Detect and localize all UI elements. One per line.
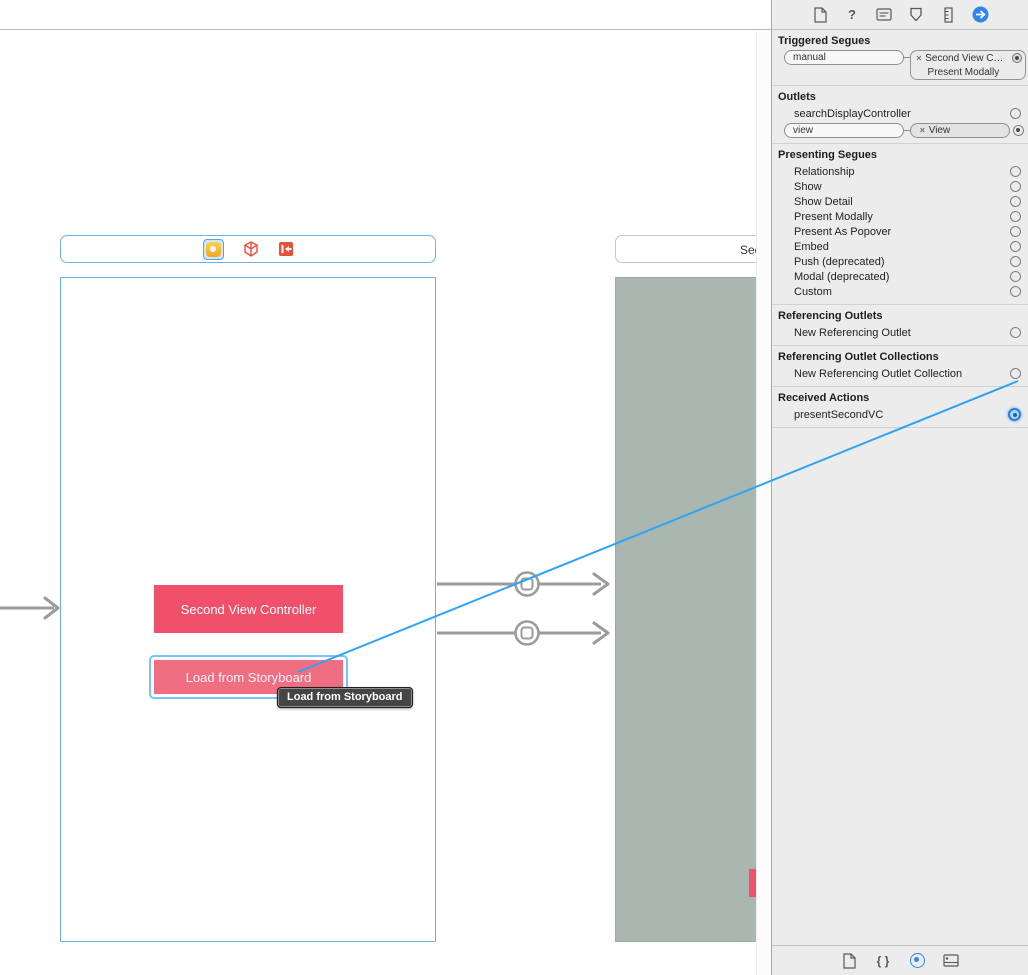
outlet-destination-well[interactable]: ✕ View bbox=[910, 123, 1010, 138]
connection-well[interactable] bbox=[1010, 368, 1021, 379]
quick-help-inspector-icon[interactable]: ? bbox=[848, 7, 856, 22]
scene2-title: Sec bbox=[740, 243, 756, 257]
outlet-source-well[interactable]: view bbox=[784, 123, 904, 138]
row-label: presentSecondVC bbox=[794, 408, 884, 421]
presenting-segue-row: Modal (deprecated) bbox=[772, 269, 1028, 284]
connection-well[interactable] bbox=[1010, 256, 1021, 267]
second-view-controller-button[interactable]: Second View Controller bbox=[154, 585, 343, 633]
scene2-button-partial[interactable] bbox=[749, 869, 756, 897]
first-responder-cube-icon[interactable] bbox=[242, 240, 260, 258]
connection-well[interactable] bbox=[1010, 327, 1021, 338]
segue-destination-well[interactable]: ✕ Second View C… Present Modally bbox=[909, 50, 1026, 80]
disconnect-icon[interactable]: ✕ bbox=[919, 126, 926, 135]
well-label: manual bbox=[793, 52, 826, 63]
view-controller-icon[interactable] bbox=[202, 238, 224, 260]
outlet-label: searchDisplayController bbox=[794, 107, 911, 120]
presenting-segue-row: Present As Popover bbox=[772, 224, 1028, 239]
connector-line bbox=[904, 130, 910, 131]
disconnect-icon[interactable]: ✕ bbox=[915, 53, 923, 63]
button-label: Second View Controller bbox=[180, 601, 317, 617]
row-label: Custom bbox=[794, 285, 832, 298]
scene1-header-bar[interactable] bbox=[60, 235, 436, 263]
connections-inspector-icon[interactable] bbox=[971, 6, 989, 24]
section-title: Presenting Segues bbox=[778, 149, 878, 161]
row-label: New Referencing Outlet bbox=[794, 326, 911, 339]
row-label: Present As Popover bbox=[794, 225, 892, 238]
well-label: view bbox=[793, 125, 814, 136]
presenting-segue-row: Present Modally bbox=[772, 209, 1028, 224]
storyboard-exit-icon[interactable] bbox=[278, 241, 294, 257]
button-label: Load from Storyboard bbox=[185, 669, 312, 685]
connection-well[interactable] bbox=[1010, 211, 1021, 222]
code-snippet-library-icon[interactable]: { } bbox=[876, 953, 890, 968]
section-triggered-segues: Triggered Segues manual ✕ Second View C…… bbox=[772, 30, 1028, 86]
row-label: Modal (deprecated) bbox=[794, 270, 890, 283]
section-received-actions: Received Actions presentSecondVC bbox=[772, 387, 1028, 428]
connector-line bbox=[903, 57, 910, 58]
section-title: Referencing Outlet Collections bbox=[778, 351, 939, 363]
connection-well[interactable] bbox=[1010, 271, 1021, 282]
drag-tooltip: Load from Storyboard bbox=[277, 687, 413, 708]
row-label: Show Detail bbox=[794, 195, 853, 208]
presenting-segue-row: Relationship bbox=[772, 164, 1028, 179]
row-label: New Referencing Outlet Collection bbox=[794, 367, 963, 380]
row-label: Present Modally bbox=[794, 210, 873, 223]
row-label: Push (deprecated) bbox=[794, 255, 885, 268]
section-title: Outlets bbox=[778, 91, 816, 103]
connection-well[interactable] bbox=[1010, 226, 1021, 237]
scene2-header-bar[interactable]: Sec bbox=[615, 235, 756, 263]
connection-well[interactable] bbox=[1010, 286, 1021, 297]
media-library-icon[interactable] bbox=[942, 952, 960, 970]
connection-well-filled[interactable] bbox=[1013, 125, 1024, 136]
connection-well[interactable] bbox=[1010, 196, 1021, 207]
outlet-target-label: View bbox=[928, 125, 951, 136]
editor-top-strip bbox=[0, 0, 771, 30]
file-template-library-icon[interactable] bbox=[840, 952, 858, 970]
segue-source-well[interactable]: manual bbox=[784, 50, 904, 65]
identity-inspector-icon[interactable] bbox=[875, 6, 893, 24]
inspector-toolbar: ? bbox=[772, 0, 1028, 30]
section-referencing-outlet-collections: Referencing Outlet Collections New Refer… bbox=[772, 346, 1028, 387]
scene2-view[interactable] bbox=[615, 277, 756, 942]
connection-well-active[interactable] bbox=[1008, 408, 1021, 421]
connection-well[interactable] bbox=[1010, 241, 1021, 252]
section-title: Received Actions bbox=[778, 392, 870, 404]
referencing-outlet-collection-row: New Referencing Outlet Collection bbox=[772, 366, 1028, 381]
section-title: Triggered Segues bbox=[778, 35, 871, 47]
row-label: Relationship bbox=[794, 165, 855, 178]
library-toolbar: { } bbox=[772, 945, 1028, 975]
segue-connected-radio[interactable] bbox=[1012, 53, 1022, 63]
segue-kind-label: Present Modally bbox=[927, 66, 1000, 78]
outlet-row: searchDisplayController bbox=[772, 106, 1028, 121]
presenting-segue-row: Show Detail bbox=[772, 194, 1028, 209]
connection-well[interactable] bbox=[1010, 181, 1021, 192]
connection-well[interactable] bbox=[1010, 108, 1021, 119]
presenting-segue-row: Custom bbox=[772, 284, 1028, 299]
segue-target-label: Second View C… bbox=[925, 52, 1004, 64]
outlet-connected-row: view ✕ View bbox=[772, 123, 1028, 138]
section-presenting-segues: Presenting Segues Relationship Show Show… bbox=[772, 144, 1028, 305]
tooltip-label: Load from Storyboard bbox=[287, 691, 403, 703]
triggered-segue-row: manual ✕ Second View C… Present Modally bbox=[772, 50, 1028, 80]
file-inspector-icon[interactable] bbox=[811, 6, 829, 24]
inspector-empty-area bbox=[772, 428, 1028, 945]
row-label: Show bbox=[794, 180, 822, 193]
received-action-row: presentSecondVC bbox=[772, 407, 1028, 422]
object-library-icon[interactable] bbox=[908, 952, 926, 970]
connections-inspector-panel: ? Triggered Segues manual ✕ Second View … bbox=[771, 0, 1028, 975]
row-label: Embed bbox=[794, 240, 829, 253]
referencing-outlet-row: New Referencing Outlet bbox=[772, 325, 1028, 340]
size-inspector-icon[interactable] bbox=[939, 6, 957, 24]
section-title: Referencing Outlets bbox=[778, 310, 883, 322]
presenting-segue-row: Embed bbox=[772, 239, 1028, 254]
section-outlets: Outlets searchDisplayController view ✕ V… bbox=[772, 86, 1028, 144]
canvas-scrollbar[interactable] bbox=[756, 31, 771, 975]
attributes-inspector-icon[interactable] bbox=[907, 6, 925, 24]
connection-well[interactable] bbox=[1010, 166, 1021, 177]
presenting-segue-row: Push (deprecated) bbox=[772, 254, 1028, 269]
presenting-segue-row: Show bbox=[772, 179, 1028, 194]
section-referencing-outlets: Referencing Outlets New Referencing Outl… bbox=[772, 305, 1028, 346]
